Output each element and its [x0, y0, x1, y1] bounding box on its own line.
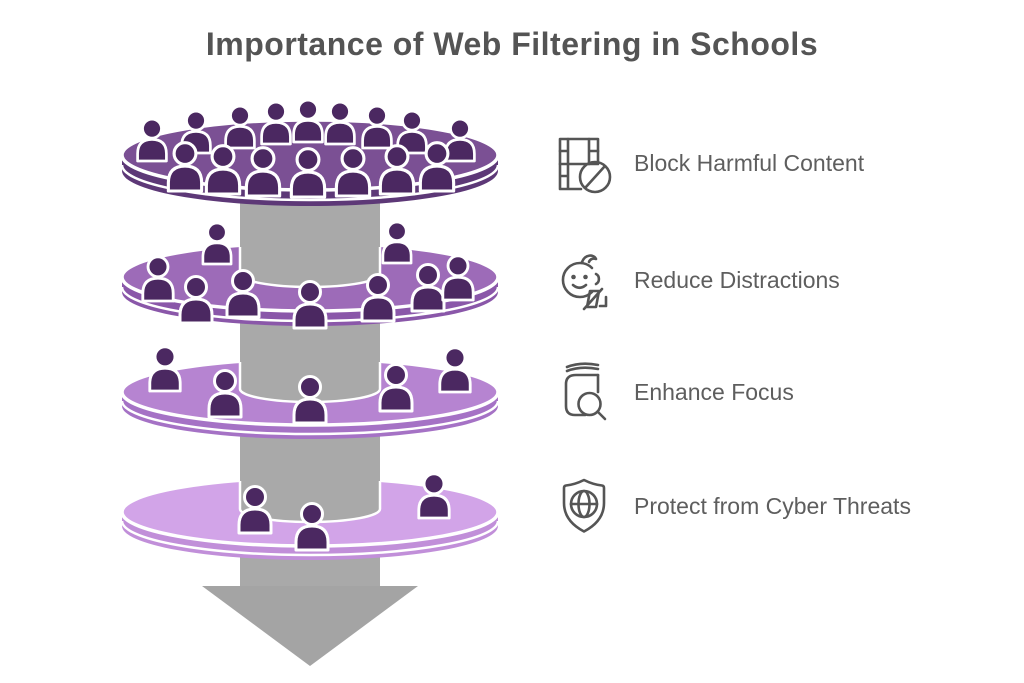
disc-side — [122, 512, 498, 560]
flow-arrow — [202, 586, 418, 666]
disc-side — [122, 392, 498, 439]
disc-rim-line — [120, 520, 500, 557]
column-notch — [240, 347, 380, 402]
funnel-layer-4 — [120, 467, 500, 560]
column-notch — [240, 232, 380, 287]
people-group — [136, 98, 476, 199]
benefit-item-reduce-distractions: Reduce Distractions — [552, 247, 840, 313]
disc-rim-line — [120, 164, 500, 202]
disc-rim-line — [120, 400, 500, 436]
book-magnifier-icon — [552, 360, 616, 424]
funnel-layer-3 — [120, 345, 500, 439]
column-notch — [240, 467, 380, 522]
person-icon — [201, 221, 233, 266]
film-block-icon — [552, 131, 616, 195]
benefit-item-protect-from-cyber-threats: Protect from Cyber Threats — [552, 473, 911, 539]
funnel-layer-2 — [120, 220, 500, 330]
benefit-label: Protect from Cyber Threats — [634, 492, 911, 519]
disc-side — [122, 277, 498, 326]
benefit-item-enhance-focus: Enhance Focus — [552, 359, 794, 425]
benefit-label: Enhance Focus — [634, 378, 794, 405]
person-icon — [381, 220, 413, 265]
child-face-icon — [552, 248, 616, 312]
benefit-label: Reduce Distractions — [634, 266, 840, 293]
funnel-layer-1 — [120, 98, 500, 206]
shield-globe-icon — [552, 474, 616, 538]
benefit-label: Block Harmful Content — [634, 149, 865, 176]
page-title: Importance of Web Filtering in Schools — [205, 26, 819, 62]
benefit-item-block-harmful-content: Block Harmful Content — [552, 130, 864, 196]
